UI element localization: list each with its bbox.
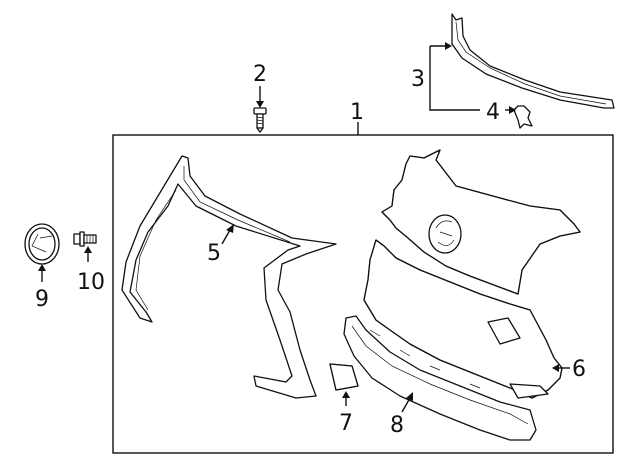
callout-7-label: 7: [339, 411, 353, 436]
assembly-box: [112, 134, 614, 454]
clip-part: [513, 105, 533, 129]
callout-2: 2: [253, 62, 267, 108]
insert-part: [329, 363, 359, 391]
screw-part: [253, 107, 267, 133]
callout-2-label: 2: [253, 62, 267, 87]
callout-8: 8: [390, 392, 413, 438]
callout-6: 6: [552, 357, 586, 382]
callout-5-label: 5: [207, 241, 221, 266]
upper-molding-part: [451, 13, 615, 109]
callout-3: 3: [411, 42, 480, 111]
callout-1: 1: [350, 100, 364, 135]
lower-grille-part: [363, 239, 563, 399]
surround-molding-part: [121, 155, 337, 399]
callout-4-label: 4: [486, 100, 500, 125]
callout-1-label: 1: [350, 100, 364, 125]
emblem-part: [24, 223, 60, 265]
callout-4: 4: [486, 100, 516, 125]
callout-8-label: 8: [390, 413, 404, 438]
callout-9: 9: [35, 264, 49, 312]
bolt-part: [73, 231, 97, 247]
callout-7: 7: [339, 391, 353, 436]
callout-9-label: 9: [35, 287, 49, 312]
upper-grille-part: [381, 149, 581, 295]
callout-5: 5: [207, 224, 234, 266]
callout-10: 10: [77, 246, 105, 295]
callout-6-label: 6: [572, 357, 586, 382]
lower-panel-part: [343, 315, 537, 441]
callout-10-label: 10: [77, 270, 105, 295]
callout-3-label: 3: [411, 67, 425, 92]
